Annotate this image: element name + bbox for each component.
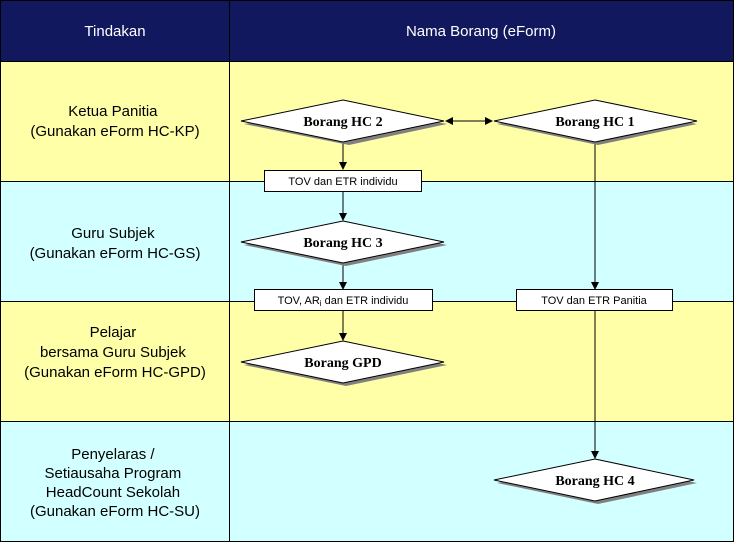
form-label-hc4: Borang HC 4 — [555, 474, 634, 489]
lane3-line3: (Gunakan eForm HC-GPD) — [24, 364, 206, 381]
header-col-tindakan: Tindakan — [84, 23, 145, 40]
lane4-line4: (Gunakan eForm HC-SU) — [30, 503, 200, 520]
lane3-line1: Pelajar — [90, 324, 137, 341]
form-label-hc2: Borang HC 2 — [303, 115, 382, 130]
lane4-line3: HeadCount Sekolah — [46, 484, 180, 501]
header-col-nama-borang: Nama Borang (eForm) — [406, 23, 556, 40]
header-bar — [0, 0, 734, 61]
edge-label-text-2: TOV, ARi dan ETR individu — [278, 295, 409, 308]
edge-label-tov-etr-panitia: TOV dan ETR Panitia — [516, 289, 673, 311]
form-borang-gpd: Borang GPD — [240, 340, 447, 386]
form-borang-hc4: Borang HC 4 — [493, 458, 697, 504]
form-borang-hc3: Borang HC 3 — [240, 220, 447, 266]
lane4-line2: Setiausaha Program — [45, 465, 182, 482]
connectors — [339, 117, 599, 459]
lane-label-pelajar: Pelajar bersama Guru Subjek (Gunakan eFo… — [24, 324, 206, 381]
edge-label-text-2-prefix: TOV, AR — [278, 295, 320, 307]
edge-label-tov-ar-etr-individu: TOV, ARi dan ETR individu — [254, 289, 433, 311]
edge-label-text-2-suffix: dan ETR individu — [322, 295, 409, 307]
lane-label-guru-subjek: Guru Subjek (Gunakan eForm HC-GS) — [30, 225, 201, 262]
form-label-gpd: Borang GPD — [304, 356, 381, 371]
edge-label-text-2-sub: i — [320, 299, 322, 308]
form-borang-hc2: Borang HC 2 — [240, 99, 447, 145]
lane4-line1: Penyelaras / — [71, 446, 155, 463]
lane2-line1: Guru Subjek — [71, 225, 155, 242]
form-borang-hc1: Borang HC 1 — [493, 99, 698, 145]
lane-label-ketua-panitia: Ketua Panitia (Gunakan eForm HC-KP) — [30, 103, 199, 140]
form-label-hc1: Borang HC 1 — [555, 115, 634, 130]
lane3-line2: bersama Guru Subjek — [40, 344, 186, 361]
lane1-line2: (Gunakan eForm HC-KP) — [30, 123, 199, 140]
edge-label-text-1: TOV dan ETR individu — [288, 176, 397, 188]
lane2-line2: (Gunakan eForm HC-GS) — [30, 245, 201, 262]
form-label-hc3: Borang HC 3 — [303, 236, 382, 251]
lane-label-penyelaras: Penyelaras / Setiausaha Program HeadCoun… — [30, 446, 200, 520]
lane1-line1: Ketua Panitia — [68, 103, 158, 120]
edge-label-text-3: TOV dan ETR Panitia — [541, 295, 647, 307]
edge-label-tov-etr-individu-1: TOV dan ETR individu — [264, 170, 422, 192]
